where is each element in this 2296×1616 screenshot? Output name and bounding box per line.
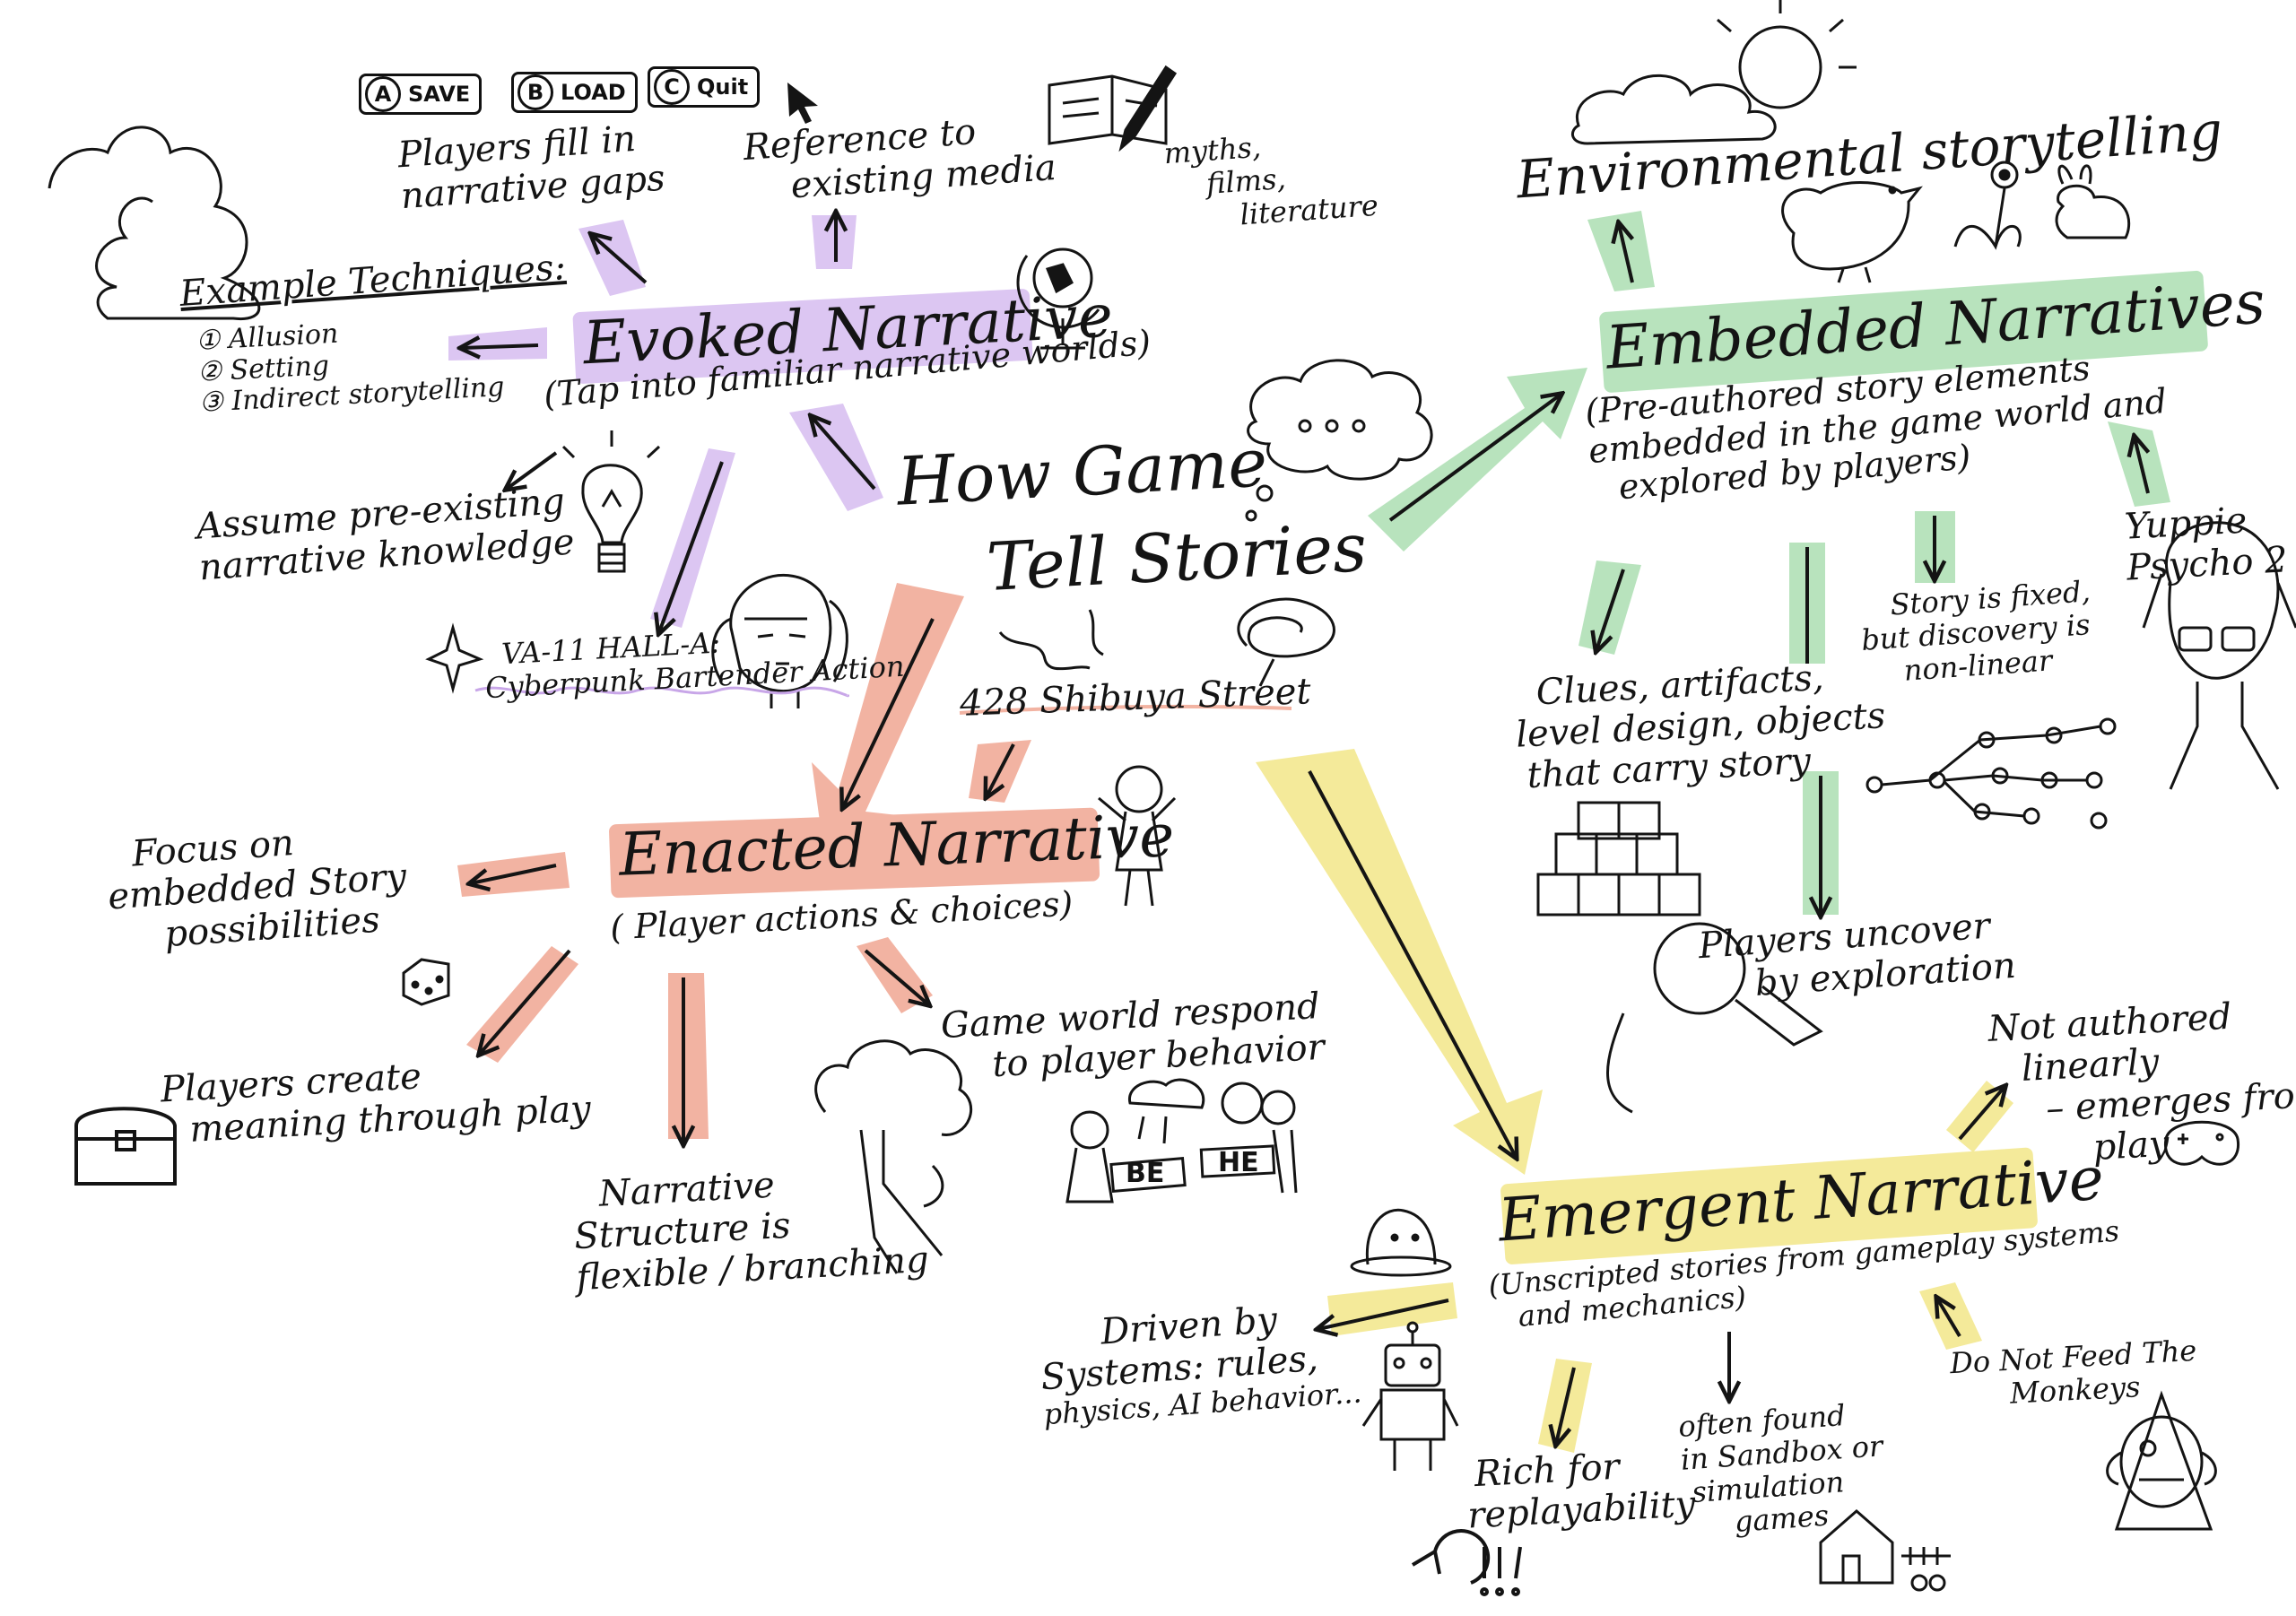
exclamation-icons	[1480, 1546, 1522, 1596]
load-button[interactable]: B LOAD	[511, 72, 638, 113]
waving-character-doodle	[1098, 765, 1177, 907]
enacted-highlight	[609, 807, 1100, 899]
quit-label: Quit	[697, 74, 749, 100]
book-doodle	[1048, 65, 1178, 152]
game-world-characters-doodle	[1065, 1078, 1298, 1203]
tree-doodle	[814, 1039, 973, 1274]
emergent-highlight	[1500, 1147, 2038, 1264]
duck-doodle	[1781, 181, 1923, 283]
yuppie-character-doodle	[2142, 521, 2296, 790]
big-arrow-embedded	[1368, 368, 1587, 552]
embedded-highlight	[1599, 270, 2208, 393]
controller-icon	[2164, 1120, 2239, 1166]
enacted-arrows	[457, 740, 1031, 1143]
house-doodle	[1819, 1509, 1951, 1592]
sparkle-icon	[425, 622, 484, 694]
save-button[interactable]: A SAVE	[359, 74, 483, 115]
non-linear-graph-doodle	[1866, 717, 2117, 830]
load-key-badge: B	[517, 74, 553, 110]
big-arrow-emergent	[1256, 749, 1543, 1175]
ghost-doodle	[1350, 1208, 1452, 1277]
girl-character-doodle	[711, 574, 848, 708]
squiggle-line	[998, 609, 1104, 671]
save-label: SAVE	[408, 82, 471, 107]
evoked-highlight	[572, 289, 1033, 384]
quit-key-badge: C	[654, 69, 690, 105]
bad-ending-sign: BE	[1126, 1158, 1165, 1189]
treasure-chest-doodle	[74, 1107, 177, 1186]
evoked-arrows	[448, 213, 883, 632]
orange-underline	[959, 704, 1292, 715]
evoked-media-examples: myths,films,literature	[1162, 129, 1379, 232]
big-arrow-enacted	[812, 583, 964, 861]
monkey-character-doodle	[2106, 1390, 2217, 1531]
emergent-arrows	[1318, 1081, 2013, 1453]
lightbulb-doodle	[561, 430, 661, 573]
blocks-doodle	[1536, 801, 1701, 917]
replay-icon	[1411, 1529, 1491, 1585]
thought-bubble-doodle	[1245, 359, 1433, 522]
robot-doodle	[1361, 1321, 1459, 1471]
globe-doodle	[1016, 248, 1100, 350]
flower-doodle	[1953, 161, 2022, 250]
sun-cloud-doodle	[1571, 0, 1857, 145]
happy-ending-sign: HE	[1218, 1147, 1259, 1178]
magnifier-doodle	[1606, 922, 1823, 1114]
scribble-doodle	[1237, 597, 1335, 687]
cursor-arrow-icon	[787, 83, 818, 124]
load-label: LOAD	[561, 80, 626, 105]
dice-icon	[402, 958, 450, 1006]
wavy-underline	[474, 686, 849, 698]
save-key-badge: A	[365, 76, 401, 112]
quit-button[interactable]: C Quit	[648, 66, 761, 108]
rabbit-doodle	[2055, 164, 2131, 239]
cloud-doodle-left	[48, 126, 261, 321]
embedded-arrows	[1578, 211, 2170, 915]
